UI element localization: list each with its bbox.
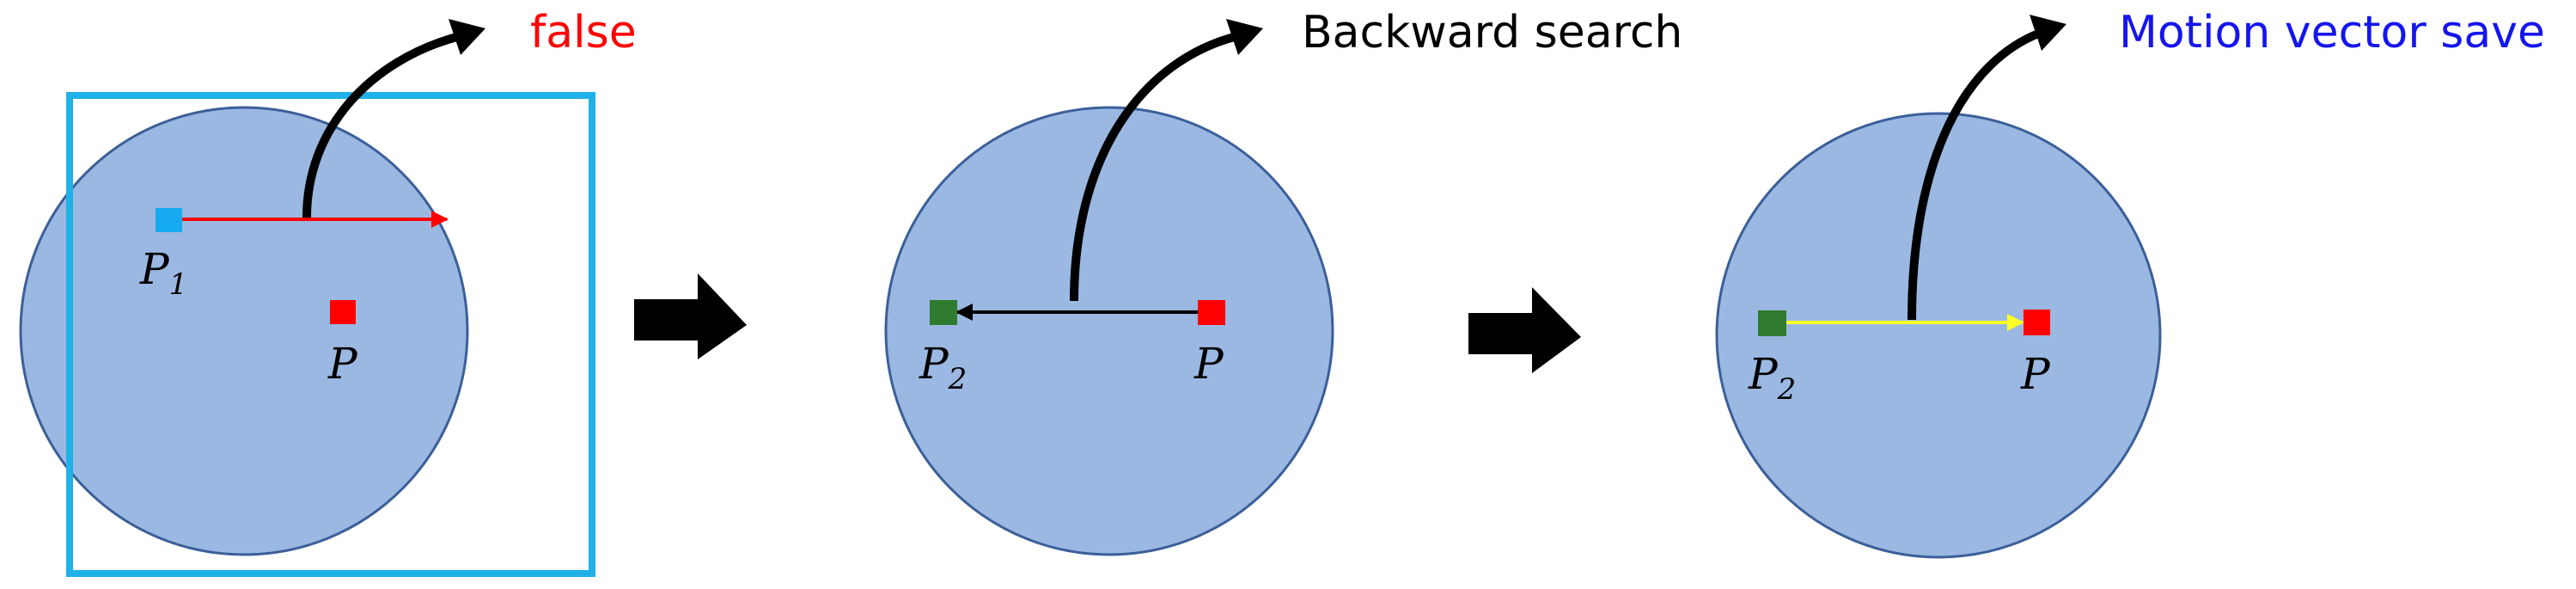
start-point-marker [930,300,957,325]
target-point-label: P [1193,339,1224,389]
right-block-arrow-icon [1468,287,1581,373]
panel-1: P1 P false [19,7,637,577]
start-point-marker [156,208,182,232]
start-point-label: P2 [1748,349,1796,407]
start-point-marker [1758,310,1786,336]
curved-arrow-head [449,19,485,55]
panel-2: P2 P Backward search [884,7,1682,556]
curved-arrow-head [1226,19,1263,55]
target-point-label: P [327,339,358,389]
panel-3: P2 P Motion vector save [1715,7,2545,559]
target-point-marker [1198,300,1225,325]
search-region-circle [19,106,469,556]
curved-arrow-head [2030,15,2066,51]
search-region-circle [1715,112,2162,559]
start-point-label: P1 [139,244,187,302]
right-block-arrow-icon [634,273,747,359]
curved-arrow-icon [1070,32,1239,302]
target-point-marker [330,300,356,324]
panel-caption: Motion vector save [2119,7,2545,58]
target-point-marker [2024,310,2050,335]
curved-arrow-icon [302,32,461,218]
search-window-frame [66,92,595,577]
panel-caption: Backward search [1302,7,1682,58]
panel-caption: false [530,7,637,58]
curved-arrow-icon [1908,28,2042,321]
start-point-label: P2 [919,339,967,396]
search-region-circle [884,106,1334,556]
target-point-label: P [2020,349,2051,399]
